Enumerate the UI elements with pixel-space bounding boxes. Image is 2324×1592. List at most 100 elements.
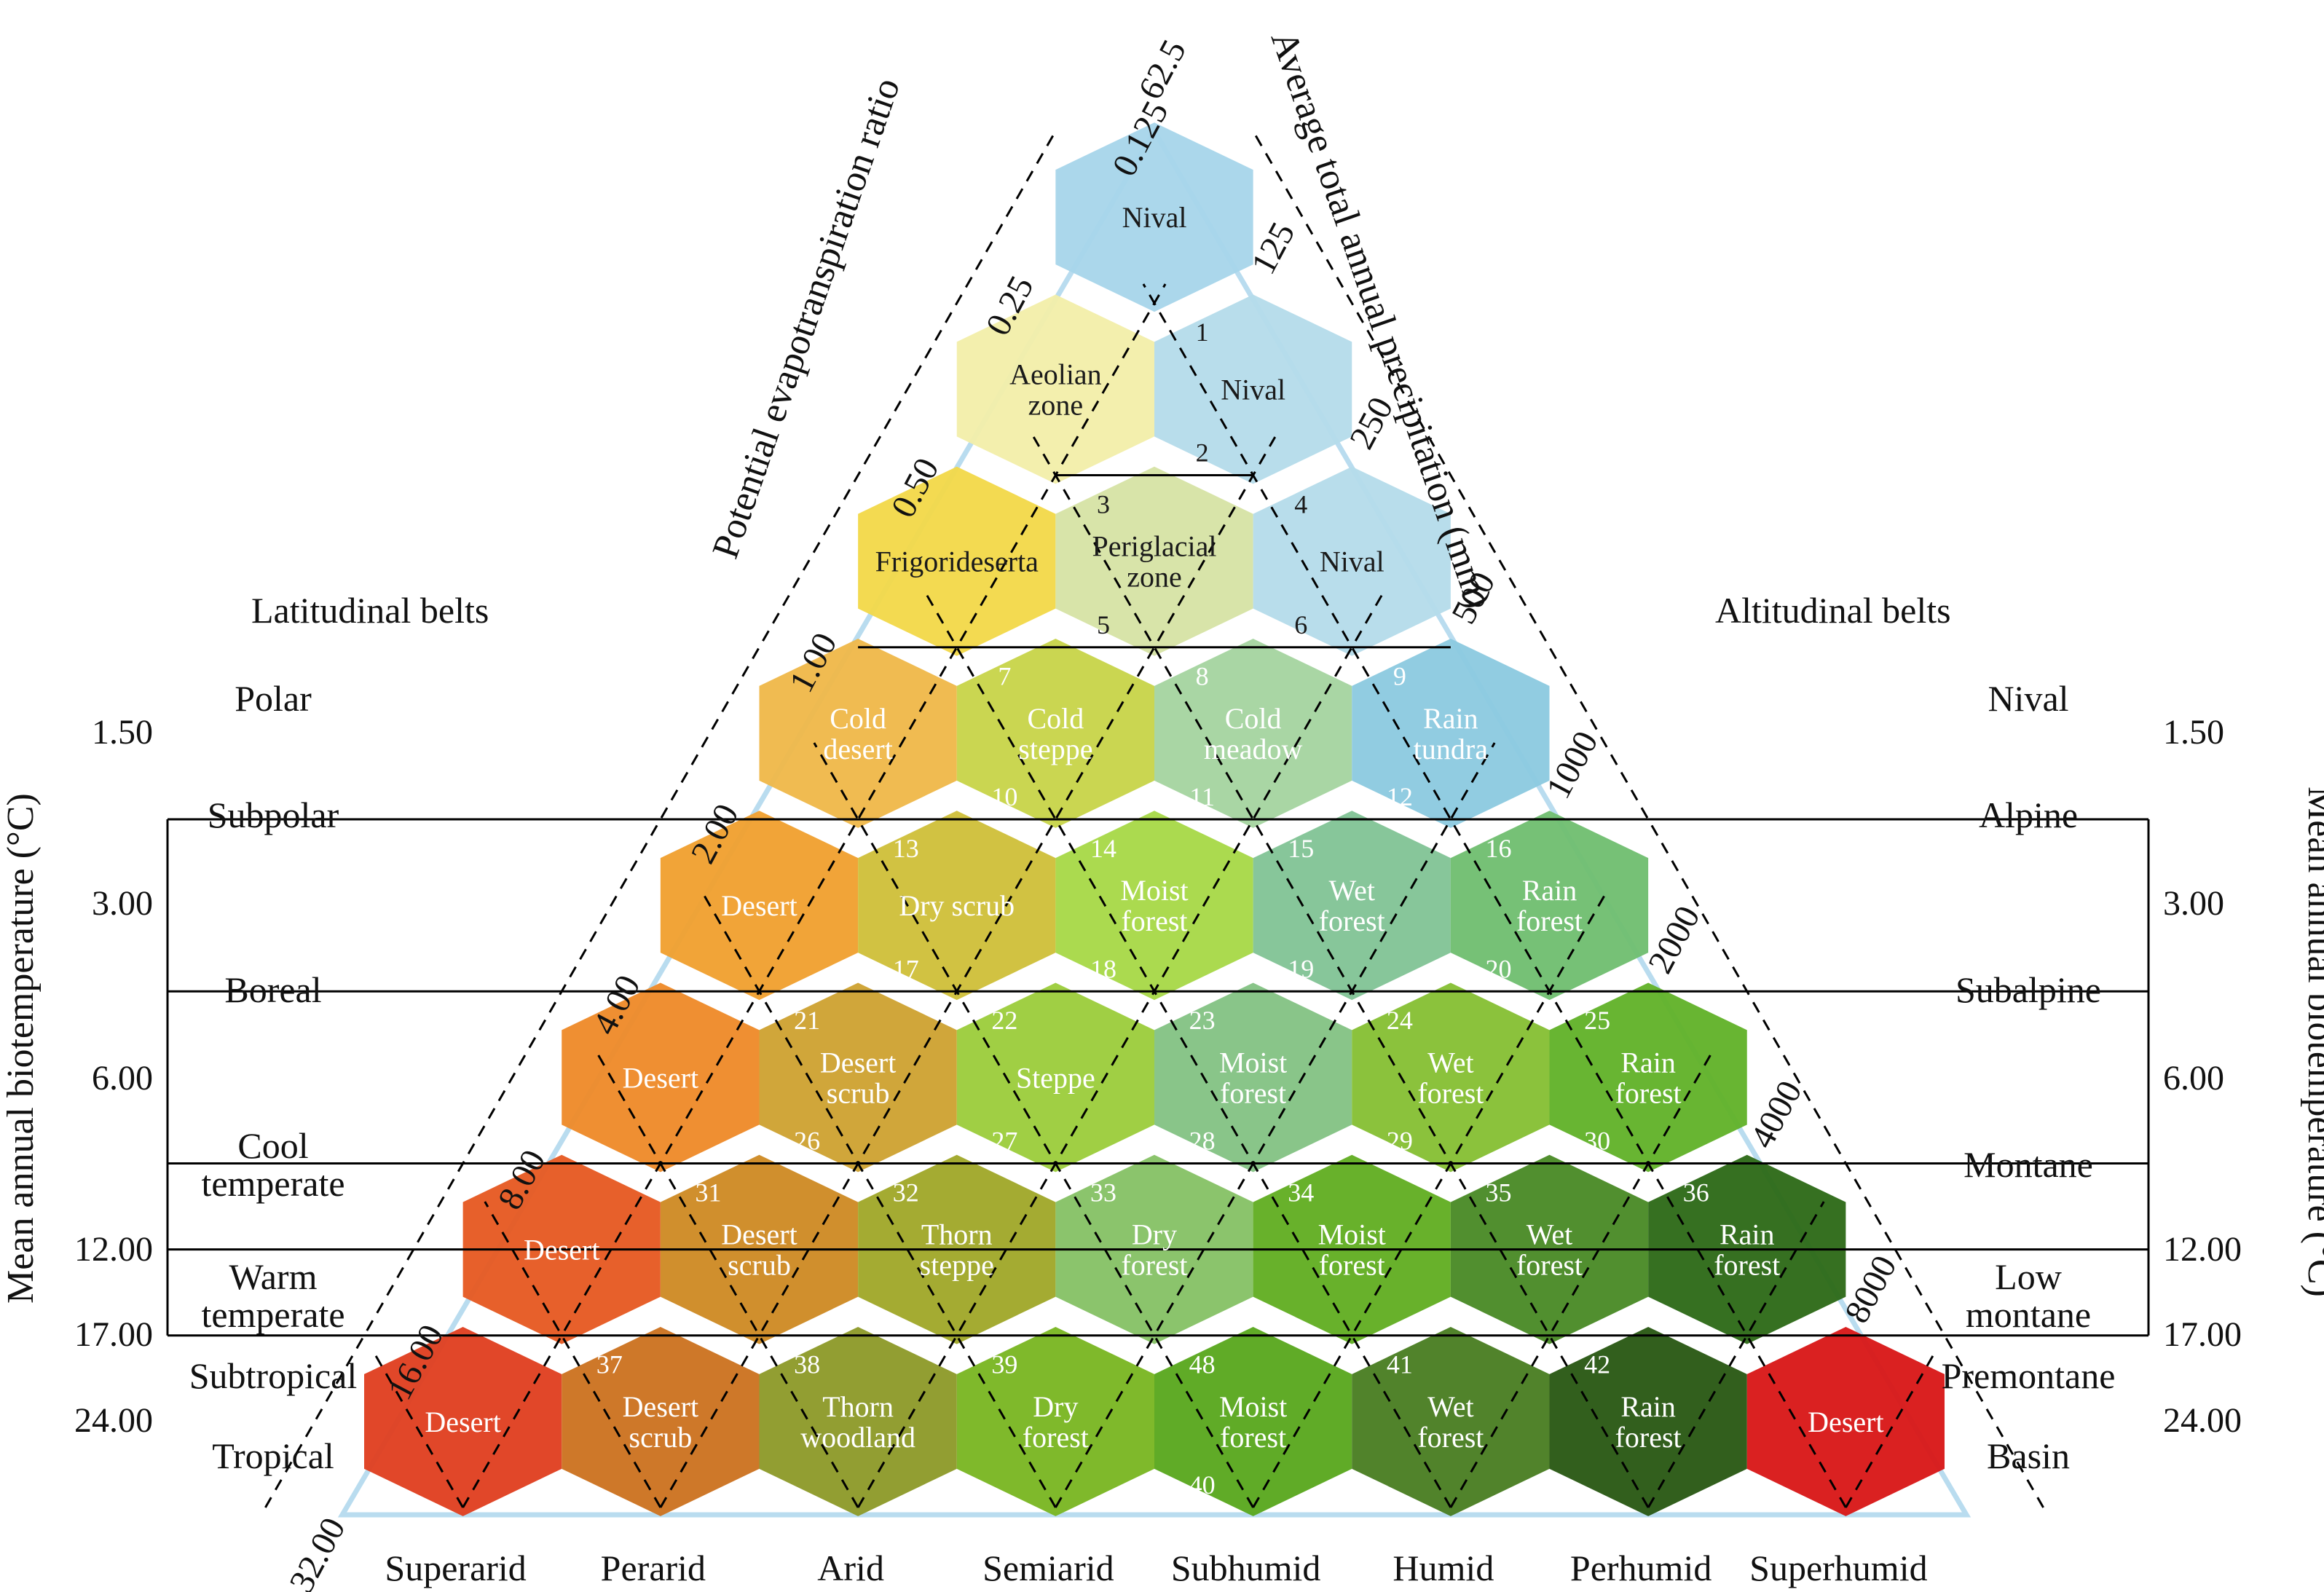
zone-label: Thorn (921, 1218, 993, 1251)
zone-label: Rain (1522, 874, 1577, 907)
zone-label: Aeolian (1009, 358, 1102, 390)
zone-label: forest (1121, 1249, 1187, 1282)
latitudinal-belt-label: temperate (201, 1163, 344, 1204)
temperature-tick-right: 6.00 (2163, 1059, 2224, 1098)
life-zone-cell (1154, 638, 1352, 828)
zone-number: 11 (1189, 782, 1215, 811)
zone-number: 13 (893, 834, 919, 863)
life-zone-cell (956, 638, 1154, 828)
zone-number: 1 (1196, 318, 1209, 347)
zone-label: Wet (1329, 874, 1375, 907)
zone-label: Nival (1320, 545, 1384, 578)
temperature-tick-right: 3.00 (2163, 884, 2224, 923)
life-zone-cell (858, 466, 1056, 656)
zone-label: Cold (1027, 702, 1084, 735)
life-zone-cell (1352, 1326, 1550, 1516)
altitudinal-belt-label: Subalpine (1955, 969, 2101, 1010)
zone-label: forest (1615, 1421, 1682, 1454)
zone-label: Frigorideserta (875, 545, 1039, 578)
zone-label: Moist (1120, 874, 1188, 907)
zone-number: 19 (1288, 954, 1314, 983)
life-zone-cell (1450, 811, 1649, 1001)
zone-label: Dry (1033, 1390, 1078, 1423)
zone-number: 17 (893, 954, 919, 983)
temperature-tick-left: 12.00 (74, 1230, 153, 1269)
per-guide-line (1449, 1048, 1715, 1508)
zone-number: 35 (1486, 1178, 1512, 1207)
life-zone-cell (956, 982, 1154, 1173)
life-zone-cell (1055, 122, 1253, 312)
temperature-tick-left: 24.00 (74, 1401, 153, 1440)
zone-number: 32 (893, 1178, 919, 1207)
zone-number: 6 (1294, 610, 1307, 639)
zone-label: Steppe (1016, 1061, 1095, 1094)
latitudinal-belt-label: Polar (235, 678, 312, 719)
precipitation-tick: 62.5 (1131, 34, 1194, 106)
per-guide-line (1055, 742, 1496, 1508)
zone-label: forest (1220, 1421, 1286, 1454)
zone-number: 38 (794, 1350, 820, 1379)
zone-label: Rain (1423, 702, 1478, 735)
humidity-province-label: Semiarid (982, 1548, 1114, 1588)
life-zone-cell (1549, 1326, 1747, 1516)
life-zone-cell (364, 1326, 562, 1516)
zone-label: forest (1516, 905, 1583, 937)
zone-label: Cold (830, 702, 886, 735)
zone-label: Dry scrub (899, 889, 1015, 922)
life-zone-cell (1253, 811, 1451, 1001)
precip-guide-line (1032, 436, 1650, 1508)
precip-guide-line (484, 1201, 662, 1508)
zone-number: 29 (1387, 1127, 1413, 1156)
zone-label: zone (1127, 561, 1182, 594)
zone-label: scrub (629, 1421, 693, 1454)
zone-label: forest (1417, 1421, 1484, 1454)
temperature-tick-right: 17.00 (2163, 1315, 2242, 1354)
zone-label: forest (1516, 1249, 1583, 1282)
zone-label: Desert (623, 1390, 698, 1423)
altitudinal-belt-label: Montane (1963, 1144, 2093, 1185)
zone-label: steppe (920, 1249, 994, 1282)
zone-number: 21 (794, 1006, 820, 1035)
zone-number: 12 (1387, 782, 1413, 811)
humidity-province-label: Perhumid (1570, 1548, 1712, 1588)
zone-number: 14 (1090, 834, 1116, 863)
zone-number: 23 (1189, 1006, 1216, 1035)
life-zone-cell (1746, 1326, 1945, 1516)
temperature-tick-right: 12.00 (2163, 1230, 2242, 1269)
life-zone-cell (1154, 982, 1352, 1173)
zone-number: 2 (1196, 438, 1209, 468)
zone-label: Rain (1720, 1218, 1775, 1251)
zone-label: Moist (1219, 1046, 1287, 1079)
per-guide-line (1252, 895, 1606, 1508)
zone-label: forest (1319, 1249, 1385, 1282)
temperature-tick-left: 1.50 (92, 713, 153, 752)
humidity-province-label: Superarid (385, 1548, 526, 1588)
life-zone-cell (759, 982, 957, 1173)
zone-label: Thorn (822, 1390, 894, 1423)
zone-label: Wet (1527, 1218, 1572, 1251)
zone-label: scrub (728, 1249, 791, 1282)
life-zone-cell (562, 982, 760, 1173)
precip-guide-line (813, 742, 1254, 1508)
life-zone-cell (1055, 466, 1253, 656)
zone-number: 8 (1196, 662, 1209, 691)
precipitation-tick: 8000 (1837, 1250, 1905, 1330)
precip-guide-line (923, 589, 1452, 1508)
humidity-province-label: Arid (817, 1548, 884, 1588)
altitudinal-belt-label: Nival (1988, 678, 2068, 719)
life-zone-cell (956, 294, 1154, 484)
zone-number: 41 (1387, 1350, 1413, 1379)
zone-label: forest (1615, 1076, 1682, 1109)
per-guide-line (659, 436, 1277, 1508)
per-guide-line (856, 589, 1386, 1508)
latitudinal-belt-label: Subpolar (208, 795, 339, 835)
temperature-tick-left: 17.00 (74, 1315, 153, 1354)
zone-label: Desert (721, 889, 797, 922)
zone-number: 20 (1486, 954, 1512, 983)
zone-label: Desert (820, 1046, 896, 1079)
zone-label: meadow (1204, 733, 1303, 765)
zone-label: Wet (1427, 1046, 1473, 1079)
per-tick: 32.00 (282, 1511, 352, 1592)
zone-number: 26 (794, 1127, 820, 1156)
